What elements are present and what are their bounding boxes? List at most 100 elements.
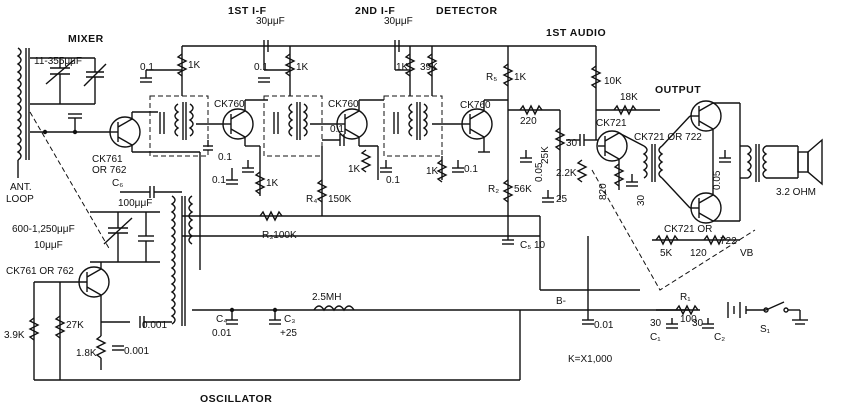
cap-bminus-label: 0.01 xyxy=(594,320,614,331)
if-transformer-1 xyxy=(149,95,209,157)
cap-0-1-g-label: 0.1 xyxy=(464,164,478,175)
antenna-label-line1: ANT. xyxy=(10,182,32,193)
r2-name-label: R₂ xyxy=(488,184,499,195)
switch-label: S₁ xyxy=(760,324,771,335)
r5-name-label: R₅ xyxy=(486,72,497,83)
output-bottom-transistor-label: CK721 OR xyxy=(664,224,712,235)
r-56k-label: 56K xyxy=(514,184,532,195)
c3-name-label: C₃ xyxy=(284,314,295,325)
output-transistor-bottom: CK721 OR 722 xyxy=(664,192,737,247)
cap-0-1-e-label: 0.1 xyxy=(330,124,344,135)
speaker-icon: 3.2 OHM xyxy=(766,138,823,198)
battery-icon xyxy=(727,302,766,318)
res-1k-b-label: 1K xyxy=(266,178,279,189)
osc-tuning-cap-label: 600-1,250μμF xyxy=(12,224,75,235)
cap-25-label: 25 xyxy=(556,194,568,205)
oscillator-transistor: CK761 OR 762 xyxy=(6,266,110,298)
r4-name-label: R₄ xyxy=(306,194,317,205)
c2-value-label: 30 xyxy=(692,318,704,329)
res-18k-label: 18K xyxy=(620,92,638,103)
res-220-label: 220 xyxy=(520,116,537,127)
driver-transformer xyxy=(642,144,664,182)
oscillator-transistor-label: CK761 OR 762 xyxy=(6,266,74,277)
mixer-transistor: CK761 OR 762 xyxy=(92,116,141,176)
cap-0-1-c-label: 0.1 xyxy=(212,175,226,186)
speaker-label: 3.2 OHM xyxy=(776,187,816,198)
res-1k-c-label: 1K xyxy=(296,62,309,73)
power-switch: S₁ xyxy=(760,301,789,335)
b-minus-label: B- xyxy=(556,296,566,307)
mixer-transistor-alt-label: OR 762 xyxy=(92,165,127,176)
c1-name-label: C₁ xyxy=(650,332,661,343)
c6-value-label: 100μμF xyxy=(118,198,152,209)
choke-label: 2.5MH xyxy=(312,292,341,303)
antenna-label-line2: LOOP xyxy=(6,194,34,205)
if2-transistor: CK760 xyxy=(328,99,368,140)
rf-choke: 2.5MH xyxy=(312,292,355,312)
res-1-8k-label: 1.8K xyxy=(76,348,97,359)
c5-name-label: C₅ xyxy=(520,240,531,251)
r1-name-label: R₁ xyxy=(680,292,691,303)
res-10k-label: 10K xyxy=(604,76,622,87)
c2-name-label: C₂ xyxy=(714,332,725,343)
res-5k-label: 5K xyxy=(660,248,673,259)
output-top-transistor-label: CK721 OR 722 xyxy=(634,132,702,143)
res-2-2k-label: 2.2K xyxy=(556,168,577,179)
output-transistor-top: CK721 OR 722 xyxy=(634,100,722,143)
vb-label: VB xyxy=(740,248,754,259)
audio1-section-label: 1ST AUDIO xyxy=(546,27,606,39)
if1-section-label: 1ST I-F xyxy=(228,5,267,17)
res-1k-a-label: 1K xyxy=(188,60,201,71)
osc-trim-cap-label: 10μμF xyxy=(34,240,63,251)
detector-transistor-label: CK760 xyxy=(460,100,491,111)
audio1-transistor-label: CK721 xyxy=(596,118,627,129)
r1-value-label: 100 xyxy=(680,314,697,325)
res-1k-d-label: 1K xyxy=(348,164,361,175)
oscillator-tuning-capacitor: 600-1,250μμF 10μμF xyxy=(12,211,160,263)
output-transformer xyxy=(746,144,768,182)
res-120-label: 120 xyxy=(690,248,707,259)
cap-0-05-out-label: 0.05 xyxy=(712,170,723,190)
res-25k-label: 25K xyxy=(540,146,551,164)
cap-0-001-a-label: 0.001 xyxy=(142,320,167,331)
res-3-9k-label: 3.9K xyxy=(4,330,25,341)
mixer-section-label: MIXER xyxy=(68,33,104,45)
if2-transistor-label: CK760 xyxy=(328,99,359,110)
mixer-transistor-label: CK761 xyxy=(92,154,123,165)
c5-value-label: 10 xyxy=(534,240,546,251)
antenna-loop: ANT. LOOP xyxy=(6,47,34,205)
if-transformer-2 xyxy=(263,95,323,157)
cap-0-001-b-label: 0.001 xyxy=(124,346,149,357)
cap-0-1-b-label: 0.1 xyxy=(218,152,232,163)
if2-section-label: 2ND I-F xyxy=(355,5,395,17)
cap-30-label: 30 xyxy=(566,138,578,149)
audio1-transistor: CK721 xyxy=(596,118,628,162)
output-section-label: OUTPUT xyxy=(655,84,701,96)
if-transformer-3 xyxy=(383,95,443,157)
cap-0-1-f-label: 0.1 xyxy=(386,175,400,186)
c6-capacitor: C₆ 100μμF xyxy=(112,178,182,209)
cap-0-1-a-label: 0.1 xyxy=(140,62,154,73)
c4-name-label: C₄ xyxy=(216,314,227,325)
res-27k-label: 27K xyxy=(66,320,84,331)
if1-transistor-label: CK760 xyxy=(214,99,245,110)
if1-feedback-cap-label: 30μμF xyxy=(256,16,285,27)
oscillator-section-label: OSCILLATOR xyxy=(200,393,272,405)
c3-value-label: +25 xyxy=(280,328,297,339)
mixer-tuning-cap-label: 11-355μμF xyxy=(34,56,82,67)
res-1k-f-label: 1K xyxy=(426,166,439,177)
k-note: K=X1,000 xyxy=(568,354,613,365)
output-bottom-transistor-label-2: 722 xyxy=(720,236,737,247)
res-39k-label: 39K xyxy=(420,62,438,73)
c4-value-label: 0.01 xyxy=(212,328,232,339)
res-1k-e-label: 1K xyxy=(396,62,409,73)
res-820-label: 820 xyxy=(598,183,609,200)
cap-0-1-d-label: 0.1 xyxy=(254,62,268,73)
detector-transistor: CK760 xyxy=(460,100,493,140)
r5-value-label: 1K xyxy=(514,72,527,83)
c1-value-label: 30 xyxy=(650,318,662,329)
cap-30b-label: 30 xyxy=(636,194,647,206)
if2-feedback-cap-label: 30μμF xyxy=(384,16,413,27)
mixer-tuning-capacitor: 11-355μμF xyxy=(30,56,107,105)
